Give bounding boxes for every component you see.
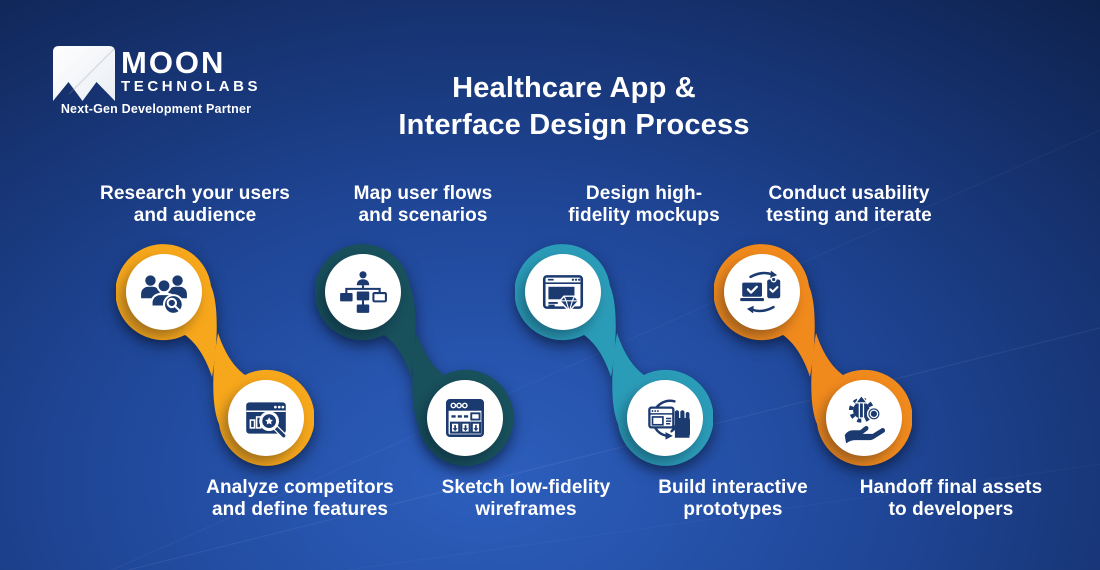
step-2-bubble — [228, 380, 304, 456]
competitor-analysis-icon — [246, 402, 287, 439]
brand-wordmark: MOON TECHNOLABS — [121, 47, 261, 95]
users-search-icon — [141, 275, 187, 315]
step-7-bubble — [724, 254, 800, 330]
brand-logo: MOON TECHNOLABS Next-Gen Development Par… — [53, 44, 259, 118]
title-line-1: Healthcare App & — [452, 72, 696, 104]
prototype-hand-icon — [648, 399, 690, 440]
step-3-bubble — [325, 254, 401, 330]
title-line-2: Interface Design Process — [398, 109, 750, 141]
step-6-bubble — [627, 380, 703, 456]
brand-tagline: Next-Gen Development Partner — [60, 102, 252, 116]
step-8-bubble — [826, 380, 902, 456]
step-4-bubble — [427, 380, 503, 456]
handoff-icon — [844, 394, 886, 443]
brand-name: MOON — [121, 45, 226, 80]
moon-technolabs-logo-icon — [53, 46, 115, 101]
wireframe-icon — [445, 398, 485, 438]
page-title: Healthcare App & Interface Design Proces… — [324, 70, 824, 144]
brand-name-sub: TECHNOLABS — [121, 78, 262, 95]
usability-testing-icon — [740, 270, 781, 314]
step-5-label: Design high-fidelity mockups — [568, 183, 720, 226]
mockup-diamond-icon — [542, 275, 584, 312]
step-1-bubble — [126, 254, 202, 330]
step-5-bubble — [525, 254, 601, 330]
user-flow-icon — [340, 271, 387, 313]
